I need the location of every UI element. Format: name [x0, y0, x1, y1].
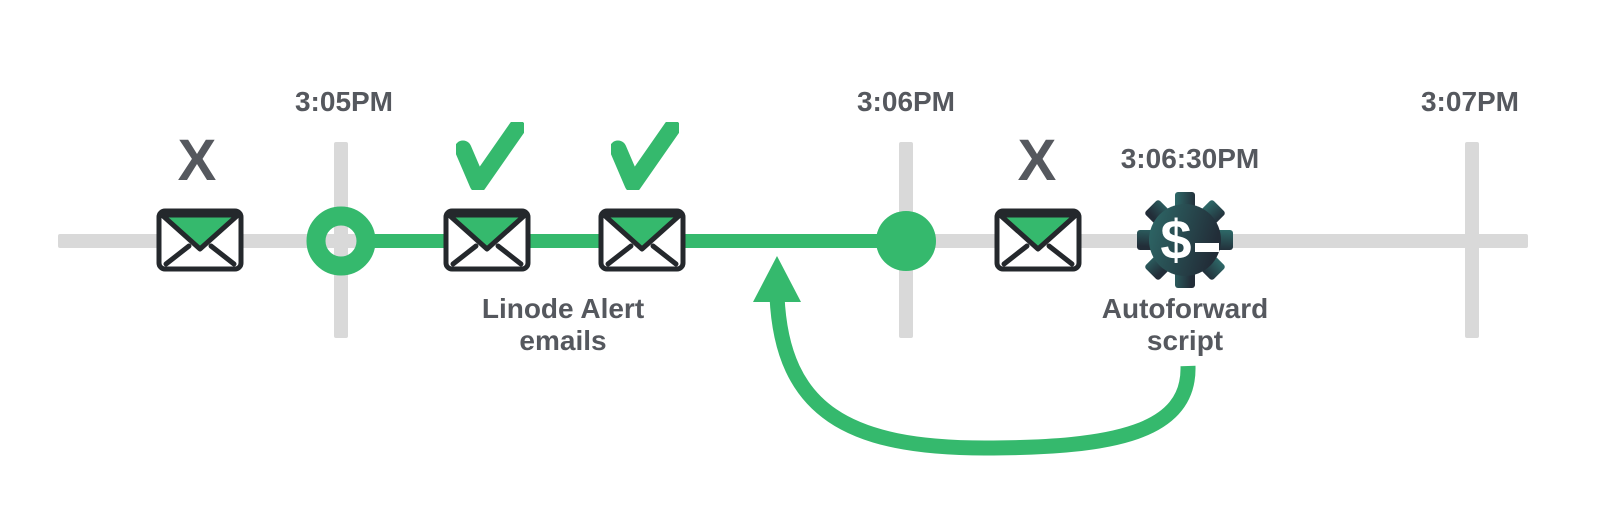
loopback-arrow-curve: [769, 295, 1196, 456]
x-icon: X: [1018, 128, 1057, 193]
gear-underscore-glyph: [1195, 243, 1219, 252]
end-dot-icon: [876, 211, 936, 271]
tick-mark-305: [334, 142, 348, 338]
tick-label-305: 3:05PM: [295, 86, 393, 117]
envelope-icon: [446, 211, 528, 269]
tick-mark-307: [1465, 142, 1479, 338]
event-time-label: 3:06:30PM: [1121, 143, 1260, 174]
script-label-line2: script: [1147, 325, 1223, 356]
check-icon: [618, 128, 672, 184]
start-ring-icon: [306, 206, 376, 276]
tick-label-306: 3:06PM: [857, 86, 955, 117]
envelope-icon: [997, 211, 1079, 269]
envelope-icon: [601, 211, 683, 269]
email-group-label-line1: Linode Alert: [482, 293, 644, 324]
arrowhead: [753, 256, 801, 302]
loopback-arrow-icon: [753, 256, 1196, 456]
email-group-label-line2: emails: [519, 325, 606, 356]
script-label-line1: Autoforward: [1102, 293, 1268, 324]
gear-dollar-icon: $: [1137, 192, 1233, 288]
tick-label-307: 3:07PM: [1421, 86, 1519, 117]
x-icon: X: [178, 128, 217, 193]
check-icon: [463, 128, 517, 184]
envelope-icon: [159, 211, 241, 269]
gear-dollar-glyph: $: [1160, 208, 1191, 271]
